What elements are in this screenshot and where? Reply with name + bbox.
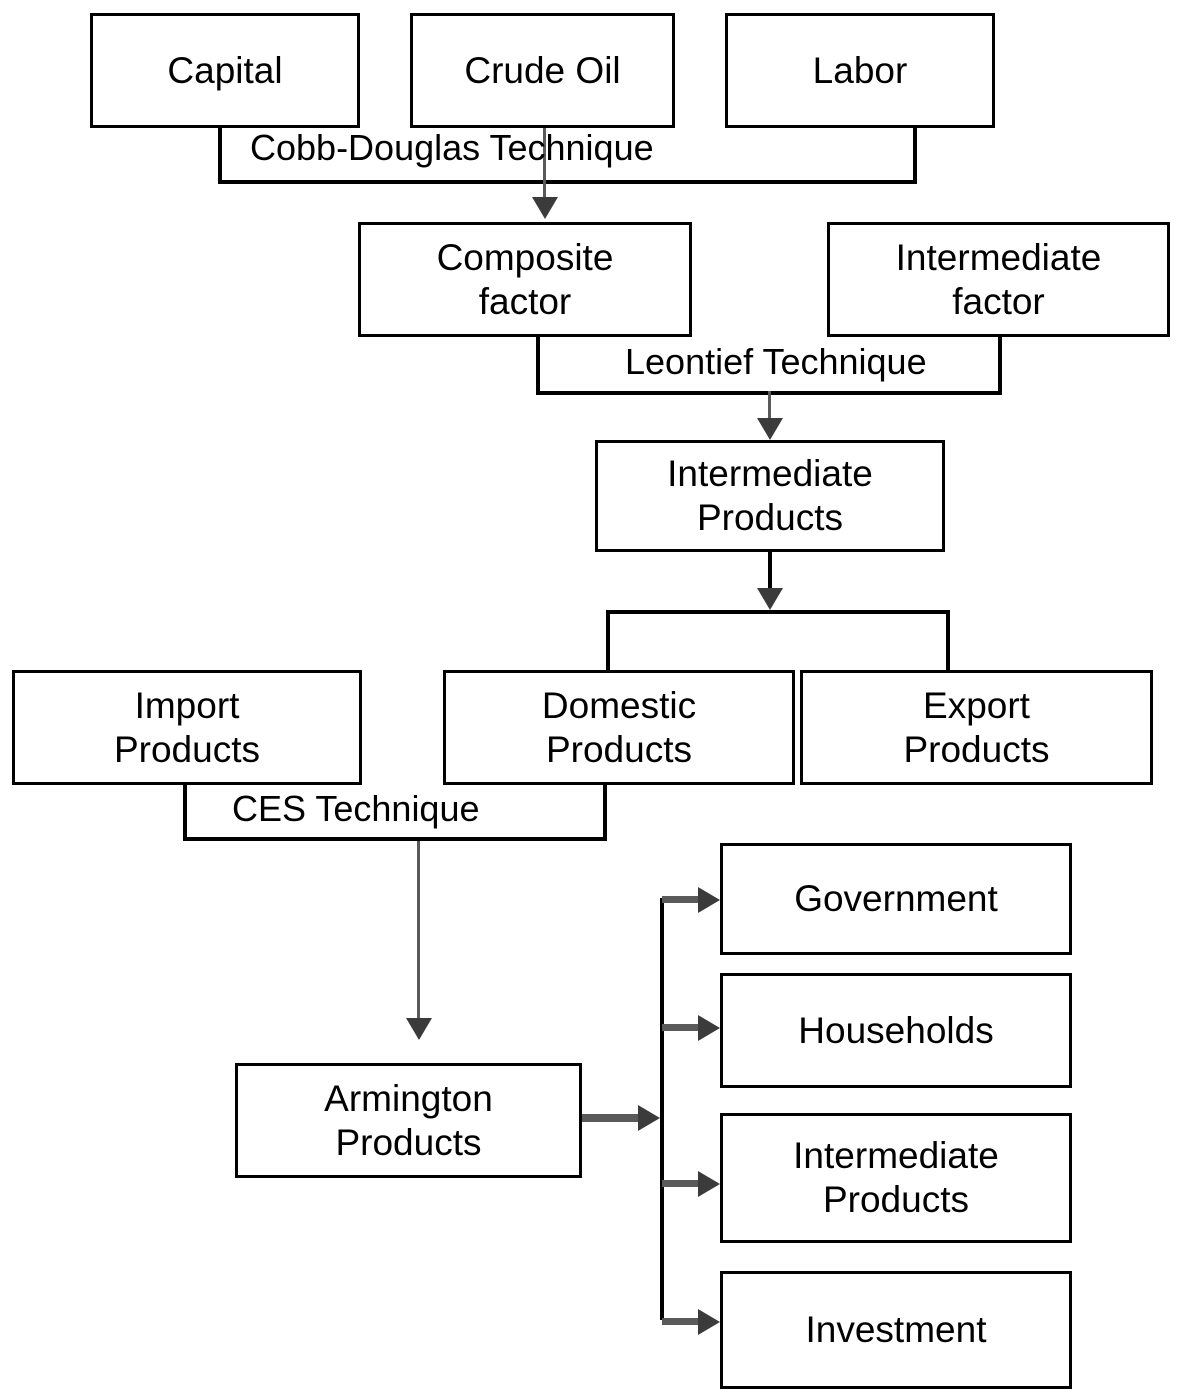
connector-labor-down: [913, 126, 917, 184]
node-government: Government: [720, 843, 1072, 955]
node-intermediate-products-demand-label: Intermediate Products: [793, 1135, 999, 1220]
connector-composite-factor-down: [536, 335, 540, 395]
connector-to-households: [662, 1024, 704, 1031]
connector-domestic-products-down: [603, 783, 607, 841]
node-import-products: Import Products: [12, 670, 362, 785]
node-intermediate-products-demand: Intermediate Products: [720, 1113, 1072, 1243]
node-capital: Capital: [90, 13, 360, 128]
connector-leontief-down: [768, 391, 771, 423]
node-export-products: Export Products: [800, 670, 1153, 785]
arrowhead-to-intermediate-products-demand: [698, 1171, 720, 1197]
label-leontief-technique: Leontief Technique: [625, 341, 927, 382]
label-cobb-douglas-technique: Cobb-Douglas Technique: [250, 127, 654, 168]
node-intermediate-factor-label: Intermediate factor: [895, 236, 1102, 322]
node-government-label: Government: [794, 878, 998, 920]
node-households: Households: [720, 973, 1072, 1088]
label-ces-technique: CES Technique: [232, 788, 480, 829]
node-armington-products: Armington Products: [235, 1063, 582, 1178]
node-households-label: Households: [798, 1009, 994, 1051]
node-investment-label: Investment: [805, 1309, 987, 1351]
node-export-products-label: Export Products: [903, 684, 1050, 770]
connector-products-split-bar: [606, 610, 950, 614]
arrowhead-to-composite-factor: [532, 197, 558, 219]
node-composite-factor: Composite factor: [358, 222, 692, 337]
node-intermediate-products: Intermediate Products: [595, 440, 945, 552]
node-domestic-products: Domestic Products: [443, 670, 795, 785]
connector-import-products-down: [183, 783, 187, 841]
node-labor-label: Labor: [812, 49, 908, 91]
node-intermediate-products-label: Intermediate Products: [667, 453, 873, 538]
node-capital-label: Capital: [167, 49, 283, 91]
connector-ces-bar: [183, 837, 607, 841]
connector-to-investment: [662, 1318, 704, 1325]
arrowhead-to-government: [698, 887, 720, 913]
connector-cobb-douglas-bar: [218, 180, 917, 184]
arrowhead-to-products-split: [757, 588, 783, 610]
node-armington-products-label: Armington Products: [324, 1077, 493, 1163]
node-labor: Labor: [725, 13, 995, 128]
node-intermediate-factor: Intermediate factor: [827, 222, 1170, 337]
arrowhead-to-armington-products: [406, 1018, 432, 1040]
node-crude-oil: Crude Oil: [410, 13, 675, 128]
connector-distribution-bar: [660, 898, 664, 1320]
node-investment: Investment: [720, 1271, 1072, 1389]
arrowhead-to-households: [698, 1015, 720, 1041]
connector-armington-to-distribution: [580, 1114, 642, 1122]
connector-split-to-domestic: [606, 610, 610, 672]
arrowhead-to-intermediate-products: [757, 418, 783, 440]
arrowhead-to-distribution-bar: [638, 1105, 660, 1131]
connector-to-government: [662, 896, 704, 903]
connector-intermediate-products-down: [768, 550, 772, 592]
node-import-products-label: Import Products: [113, 684, 260, 770]
node-composite-factor-label: Composite factor: [436, 236, 614, 322]
connector-crude-oil-down: [543, 126, 546, 202]
connector-capital-down: [218, 126, 222, 184]
connector-to-intermediate-products-demand: [662, 1180, 704, 1187]
connector-split-to-export: [946, 610, 950, 672]
connector-intermediate-factor-down: [998, 335, 1002, 395]
node-crude-oil-label: Crude Oil: [464, 49, 621, 91]
node-domestic-products-label: Domestic Products: [541, 684, 697, 770]
arrowhead-to-investment: [698, 1309, 720, 1335]
connector-ces-down: [417, 841, 420, 1023]
